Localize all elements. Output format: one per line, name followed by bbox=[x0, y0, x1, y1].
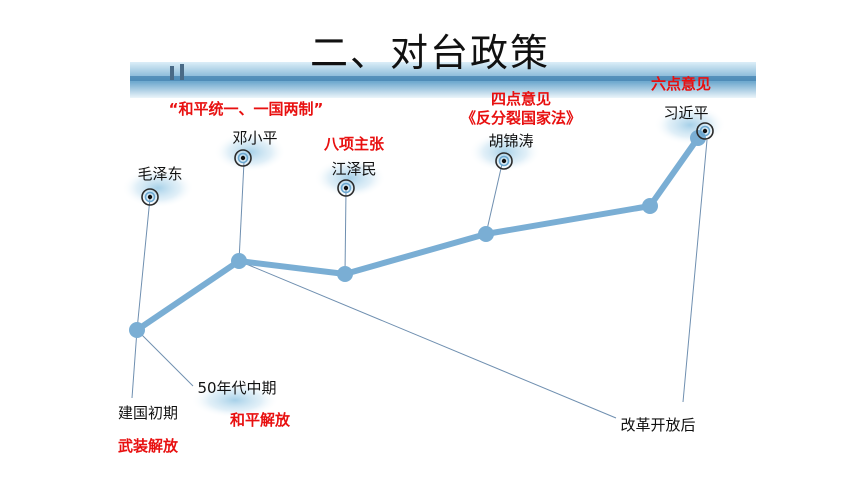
connector-reform bbox=[238, 260, 617, 419]
label-xi: 习近平 bbox=[663, 104, 709, 122]
slide-title: 二、对台政策 bbox=[309, 31, 550, 75]
connector-mao bbox=[136, 197, 151, 331]
connector-hu bbox=[485, 163, 503, 235]
label-mid50s: 50年代中期 bbox=[197, 379, 277, 397]
connector-deng bbox=[238, 161, 245, 262]
connector-jiang bbox=[344, 189, 347, 275]
node-deng bbox=[231, 253, 247, 269]
main-timeline-path bbox=[134, 135, 701, 333]
label-deng: 邓小平 bbox=[232, 129, 278, 147]
sea-banner bbox=[130, 62, 756, 98]
swirl-icon bbox=[141, 188, 159, 206]
label-early: 建国初期 bbox=[117, 404, 179, 422]
node-hu bbox=[478, 226, 494, 242]
timeline-nodes bbox=[129, 130, 706, 338]
connector-lines bbox=[131, 139, 708, 419]
policy-one-country: “和平统一、一国两制” bbox=[168, 100, 324, 118]
connector-mid50s bbox=[136, 329, 194, 387]
swirl-icon bbox=[234, 149, 252, 167]
policy-six-points: 六点意见 bbox=[650, 75, 712, 93]
node-founding bbox=[129, 322, 145, 338]
swirl-icon bbox=[696, 122, 714, 140]
label-jiang: 江泽民 bbox=[331, 160, 377, 178]
policy-four-points: 四点意见 bbox=[490, 90, 552, 108]
policy-peaceful: 和平解放 bbox=[229, 411, 291, 429]
label-mao: 毛泽东 bbox=[137, 165, 183, 183]
node-hu-xi bbox=[642, 198, 658, 214]
swirl-icon bbox=[495, 152, 513, 170]
policy-armed: 武装解放 bbox=[117, 437, 179, 455]
connector-early bbox=[131, 329, 138, 399]
label-reform: 改革开放后 bbox=[620, 416, 696, 434]
label-hu: 胡锦涛 bbox=[488, 132, 534, 150]
background-clouds bbox=[122, 105, 726, 418]
node-jiang bbox=[337, 266, 353, 282]
swirl-icons bbox=[141, 122, 714, 206]
swirl-icon bbox=[337, 179, 355, 197]
connector-reform-xi bbox=[682, 139, 708, 403]
policy-anti-secession: 《反分裂国家法》 bbox=[460, 109, 582, 127]
policy-eight-points: 八项主张 bbox=[323, 135, 385, 153]
